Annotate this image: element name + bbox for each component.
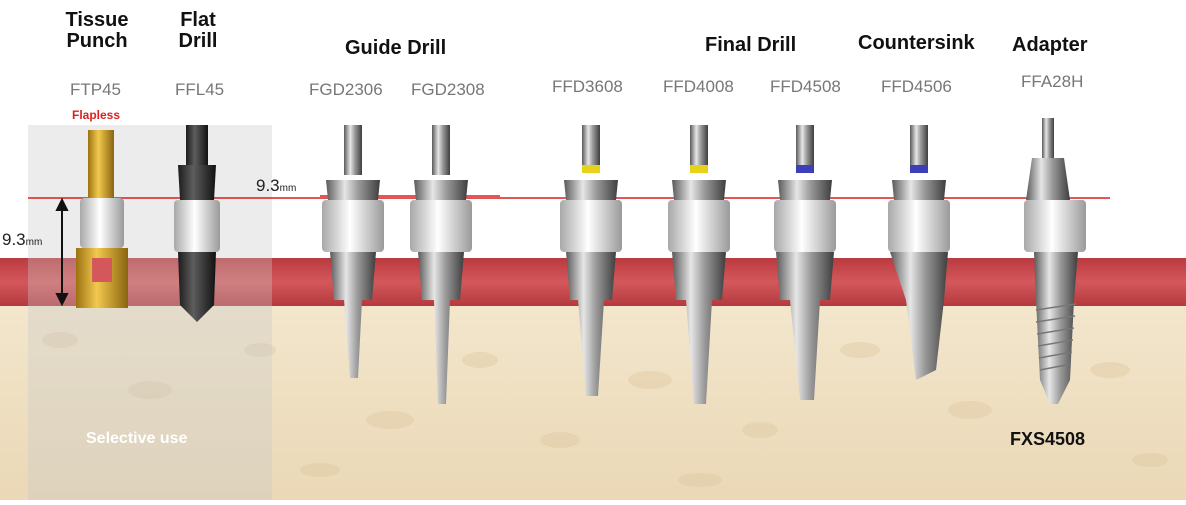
group-title-countersink: Countersink — [858, 32, 975, 54]
depth-measurement-left: 9.3mm — [2, 230, 42, 250]
code-fgd2308: FGD2308 — [411, 80, 485, 99]
group-title-tissue-punch: Tissue Punch — [65, 9, 129, 52]
depth-measurement-top: 9.3mm — [256, 176, 296, 196]
selective-use-panel — [28, 125, 272, 500]
bone-texture — [42, 332, 1168, 487]
depth-measurement-unit: mm — [25, 237, 43, 248]
countersink-4506 — [888, 125, 950, 380]
code-fgd2306: FGD2306 — [309, 80, 383, 99]
code-ffl45: FFL45 — [175, 80, 225, 99]
final-drill-4508 — [774, 125, 836, 400]
guide-drill-2308 — [410, 125, 472, 404]
flapless-label: Flapless — [72, 108, 121, 122]
final-drill-3608 — [560, 125, 622, 396]
depth-arrow — [55, 197, 69, 307]
depth-measurement-top-value: 9.3 — [256, 176, 280, 195]
group-title-flat-drill: Flat Drill — [178, 9, 218, 52]
code-ffd4508: FFD4508 — [770, 77, 841, 96]
code-ftp45: FTP45 — [70, 80, 122, 99]
group-title-adapter: Adapter — [1012, 34, 1088, 56]
selective-use-label: Selective use — [86, 430, 188, 447]
depth-measurement-value: 9.3 — [2, 230, 26, 249]
code-ffd3608: FFD3608 — [552, 77, 623, 96]
flat-drill-tool — [174, 125, 220, 322]
implant-code-label: FXS4508 — [1010, 429, 1086, 449]
code-ffa28h: FFA28H — [1021, 72, 1084, 91]
adapter-with-implant — [1024, 118, 1086, 404]
guide-drill-2306 — [322, 125, 384, 378]
tissue-punch-tool — [76, 130, 128, 308]
code-ffd4506: FFD4506 — [881, 77, 952, 96]
group-title-guide-drill: Guide Drill — [345, 37, 447, 59]
final-drill-4008 — [668, 125, 730, 404]
group-title-final-drill: Final Drill — [705, 34, 797, 56]
depth-measurement-top-unit: mm — [279, 183, 297, 194]
code-ffd4008: FFD4008 — [663, 77, 734, 96]
